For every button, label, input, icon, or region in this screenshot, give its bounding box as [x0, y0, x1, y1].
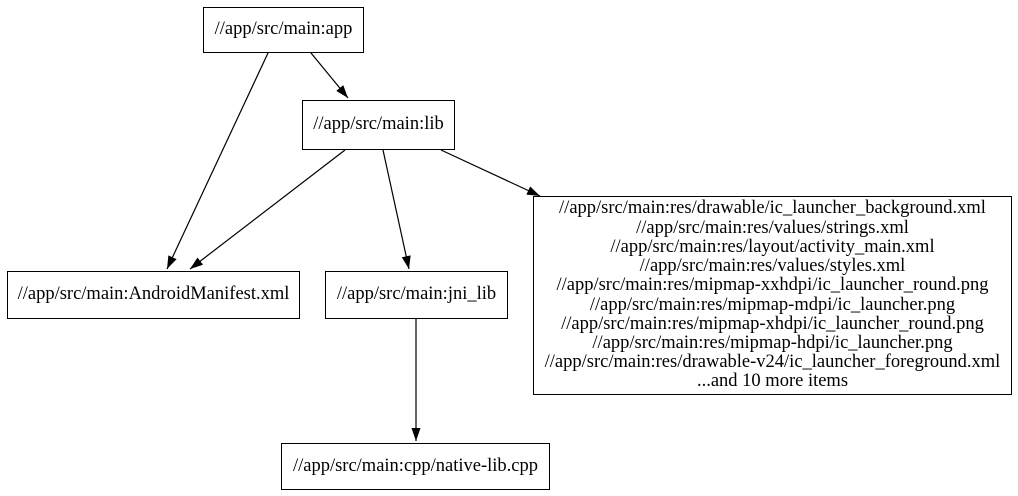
edge-lib-to-jni-lib [382, 149, 411, 270]
node-res-group-label: //app/src/main:res/mipmap-hdpi/ic_launch… [592, 332, 953, 353]
node-jni-lib: //app/src/main:jni_lib [325, 271, 508, 319]
node-app: //app/src/main:app [203, 7, 364, 53]
edge-lib-to-android-manifest [189, 149, 346, 270]
node-lib-label: //app/src/main:lib [313, 114, 444, 135]
node-res-group-label: //app/src/main:res/mipmap-xhdpi/ic_launc… [561, 313, 984, 334]
node-res-group-label: ...and 10 more items [696, 371, 849, 392]
node-res-group-label: //app/src/main:res/layout/activity_main.… [610, 236, 935, 257]
node-android-manifest-label: //app/src/main:AndroidManifest.xml [17, 284, 290, 305]
node-res-group-label: //app/src/main:res/values/styles.xml [639, 256, 906, 277]
edge-app-to-lib [310, 52, 349, 99]
edge-app-to-android-manifest [166, 52, 269, 270]
node-res-group-label: //app/src/main:res/drawable-v24/ic_launc… [544, 352, 1001, 373]
node-app-label: //app/src/main:app [214, 19, 353, 40]
node-jni-lib-label: //app/src/main:jni_lib [336, 284, 497, 305]
node-android-manifest: //app/src/main:AndroidManifest.xml [7, 271, 300, 319]
node-res-group-label: //app/src/main:res/values/strings.xml [636, 217, 909, 238]
node-res-group-label: //app/src/main:res/mipmap-mdpi/ic_launch… [589, 294, 956, 315]
node-native-lib: //app/src/main:cpp/native-lib.cpp [281, 443, 550, 490]
node-lib: //app/src/main:lib [302, 100, 455, 150]
node-res-group-label: //app/src/main:res/mipmap-xxhdpi/ic_laun… [556, 275, 989, 296]
node-res-group: //app/src/main:res/drawable/ic_launcher_… [533, 196, 1012, 395]
node-native-lib-label: //app/src/main:cpp/native-lib.cpp [292, 455, 539, 476]
edge-lib-to-res-group [440, 149, 541, 197]
node-res-group-label: //app/src/main:res/drawable/ic_launcher_… [559, 198, 986, 219]
